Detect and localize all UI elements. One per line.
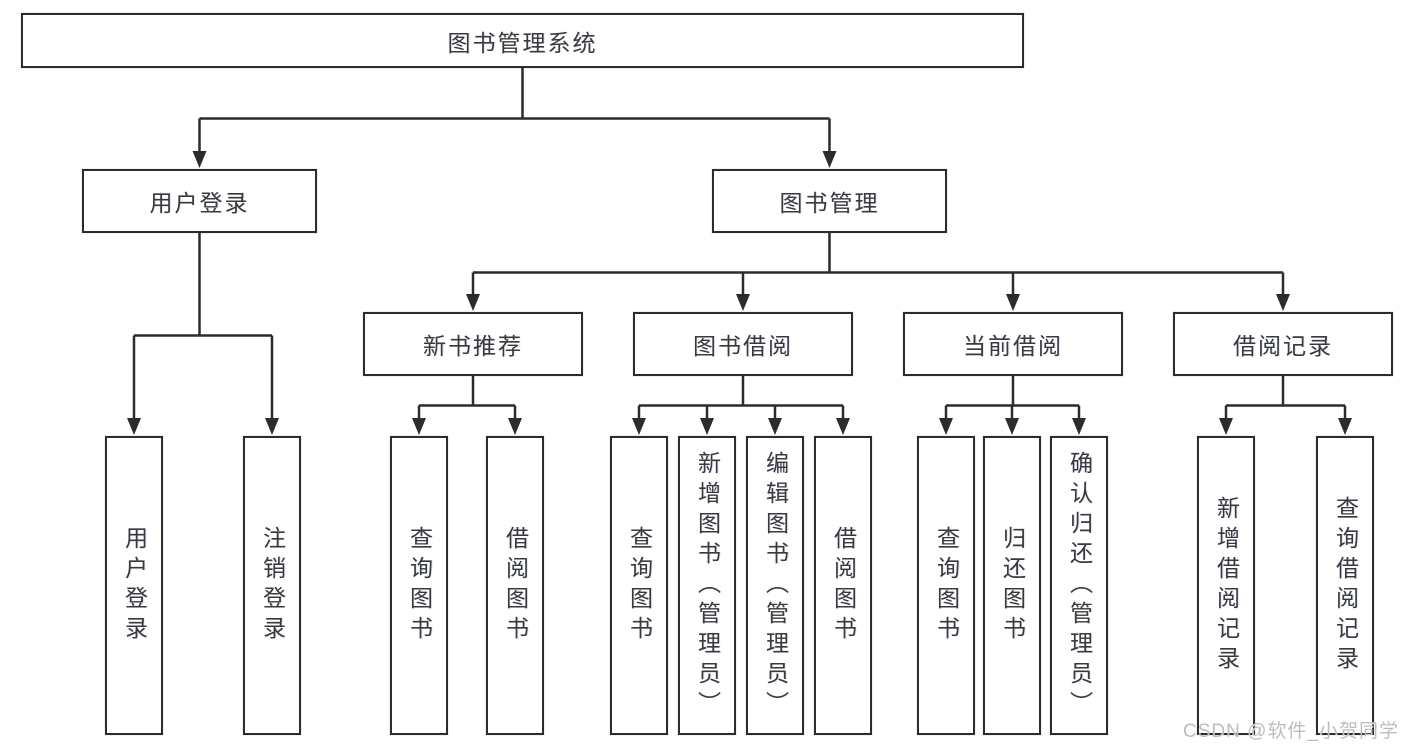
leaf-logout-label: 注销登录	[259, 525, 286, 646]
leaf-borrow-books-recommend: 借阅图书	[486, 436, 544, 735]
leaf-borrow-books-borrowing: 借阅图书	[814, 436, 872, 735]
arrowhead-icon	[265, 418, 279, 435]
leaf-user-login: 用户登录	[105, 436, 163, 735]
node-book-management-label: 图书管理	[779, 190, 880, 216]
leaf-logout: 注销登录	[243, 436, 301, 735]
connector-book-borrowing-children	[632, 376, 850, 435]
connector-book-management-children	[466, 233, 1290, 311]
node-current-borrowing-label: 当前借阅	[963, 333, 1063, 359]
arrowhead-icon	[836, 418, 850, 435]
leaf-query-books-borrowing-label: 查询图书	[626, 525, 653, 646]
leaf-return-books-label: 归还图书	[999, 525, 1026, 646]
arrowhead-icon	[1338, 418, 1352, 435]
connector-user-login-children	[127, 233, 279, 435]
leaf-confirm-return-admin: 确认归还（管理员）	[1050, 436, 1108, 735]
arrowhead-icon	[508, 418, 522, 435]
node-user-login-label: 用户登录	[149, 190, 250, 216]
node-root: 图书管理系统	[21, 13, 1024, 68]
node-book-borrowing-label: 图书借阅	[693, 333, 793, 359]
node-book-borrowing: 图书借阅	[633, 312, 853, 376]
leaf-query-books-current-label: 查询图书	[933, 525, 960, 646]
leaf-borrow-books-recommend-label: 借阅图书	[502, 525, 529, 646]
leaf-query-books-borrowing: 查询图书	[610, 436, 668, 735]
leaf-borrow-books-borrowing-label: 借阅图书	[830, 525, 857, 646]
connector-borrowing-records-children	[1219, 376, 1352, 435]
leaf-add-book-admin: 新增图书（管理员）	[678, 436, 736, 735]
leaf-confirm-return-admin-label: 确认归还（管理员）	[1066, 450, 1093, 721]
node-borrowing-records: 借阅记录	[1173, 312, 1393, 376]
leaf-edit-book-admin-label: 编辑图书（管理员）	[762, 450, 789, 721]
arrowhead-icon	[1005, 418, 1019, 435]
leaf-return-books: 归还图书	[983, 436, 1041, 735]
node-new-book-recommendation: 新书推荐	[363, 312, 583, 376]
node-user-login: 用户登录	[82, 169, 317, 233]
leaf-add-book-admin-label: 新增图书（管理员）	[694, 450, 721, 721]
leaf-query-books-recommend-label: 查询图书	[406, 525, 433, 646]
leaf-edit-book-admin: 编辑图书（管理员）	[746, 436, 804, 735]
connector-root-to-level2	[192, 68, 837, 168]
leaf-add-borrow-record: 新增借阅记录	[1197, 436, 1255, 735]
arrowhead-icon	[700, 418, 714, 435]
connector-new-book-recommendation-children	[412, 376, 522, 435]
leaf-query-borrow-record-label: 查询借阅记录	[1332, 495, 1359, 676]
arrowhead-icon	[736, 294, 750, 311]
arrowhead-icon	[127, 418, 141, 435]
arrowhead-icon	[466, 294, 480, 311]
leaf-add-borrow-record-label: 新增借阅记录	[1213, 495, 1240, 676]
node-new-book-recommendation-label: 新书推荐	[423, 333, 523, 359]
leaf-query-books-recommend: 查询图书	[390, 436, 448, 735]
leaf-query-borrow-record: 查询借阅记录	[1316, 436, 1374, 735]
connector-current-borrowing-children	[939, 376, 1086, 435]
node-root-label: 图书管理系统	[447, 29, 598, 56]
arrowhead-icon	[1072, 418, 1086, 435]
arrowhead-icon	[1276, 294, 1290, 311]
arrowhead-icon	[939, 418, 953, 435]
leaf-user-login-label: 用户登录	[121, 525, 148, 646]
node-borrowing-records-label: 借阅记录	[1233, 333, 1333, 359]
arrowhead-icon	[192, 151, 207, 168]
leaf-query-books-current: 查询图书	[917, 436, 975, 735]
arrowhead-icon	[1006, 294, 1020, 311]
node-book-management: 图书管理	[712, 169, 947, 233]
arrowhead-icon	[1219, 418, 1233, 435]
arrowhead-icon	[632, 418, 646, 435]
node-current-borrowing: 当前借阅	[903, 312, 1123, 376]
arrowhead-icon	[822, 151, 837, 168]
arrowhead-icon	[768, 418, 782, 435]
arrowhead-icon	[412, 418, 426, 435]
watermark: CSDN @软件_小贺同学	[1183, 721, 1399, 742]
